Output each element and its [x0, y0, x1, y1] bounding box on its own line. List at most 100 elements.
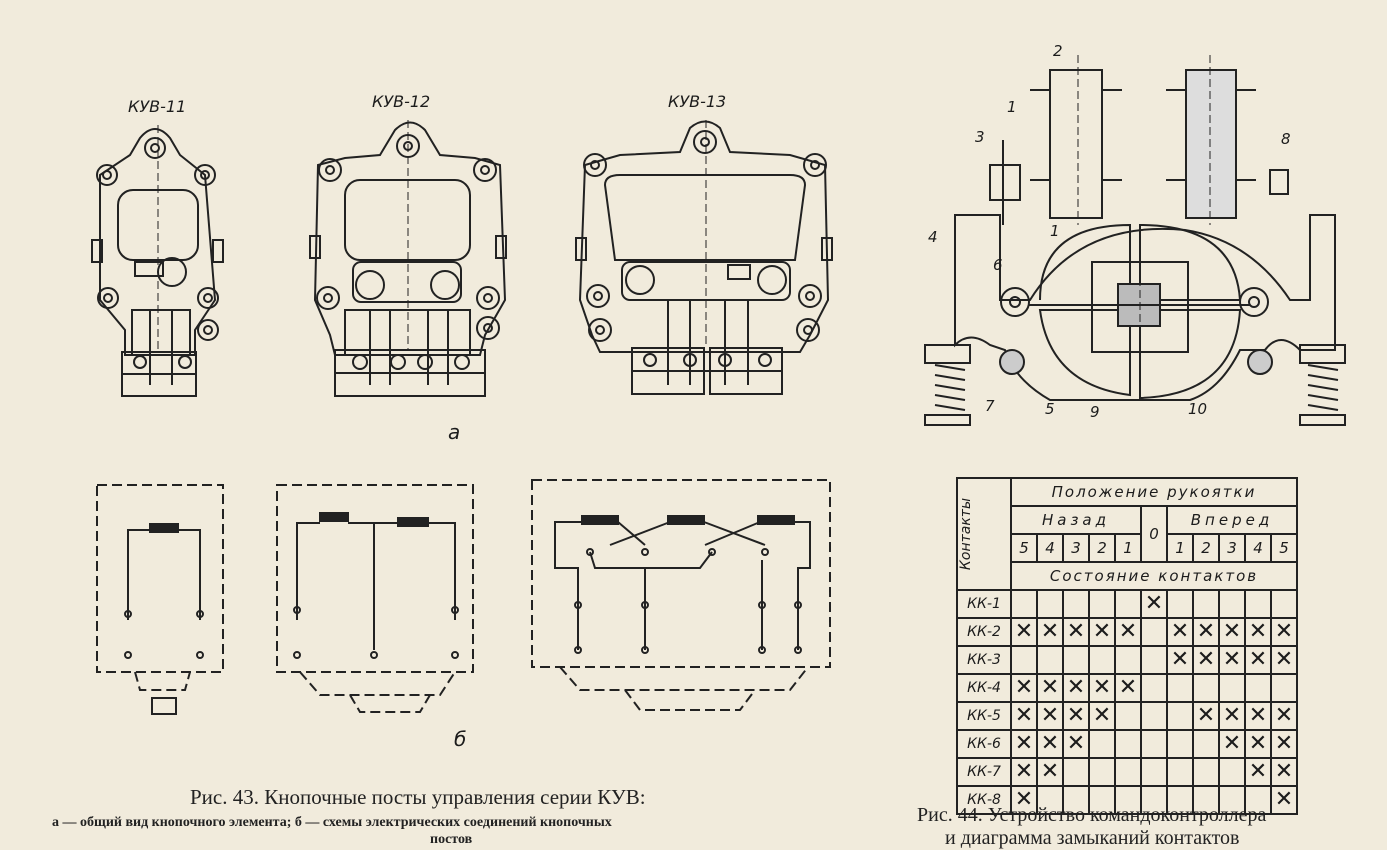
open-cell: [1218, 785, 1246, 815]
kuv11-drawing: [91, 125, 224, 397]
closed-mark: ✕: [1010, 617, 1038, 647]
contact-name: КК-5: [956, 701, 1012, 731]
open-cell: [1192, 729, 1220, 759]
forward-label: Вперед: [1166, 505, 1298, 535]
closed-mark: ✕: [1062, 729, 1090, 759]
open-cell: [1166, 757, 1194, 787]
open-cell: [1114, 589, 1142, 619]
part-number-4: 4: [928, 228, 938, 246]
open-cell: [1088, 785, 1116, 815]
open-cell: [1010, 589, 1038, 619]
figure43-caption-cont: постов: [430, 832, 473, 847]
open-cell: [1062, 785, 1090, 815]
part-number-8: 8: [1281, 130, 1291, 148]
open-cell: [1088, 757, 1116, 787]
schematic-kuv12-circuit: [293, 512, 459, 659]
closed-mark: ✕: [1244, 617, 1272, 647]
closed-mark: ✕: [1270, 701, 1298, 731]
open-cell: [1192, 785, 1220, 815]
closed-mark: ✕: [1010, 757, 1038, 787]
closed-mark: ✕: [1218, 729, 1246, 759]
kuv13-label: КУВ-13: [668, 92, 727, 111]
contact-name: КК-6: [956, 729, 1012, 759]
position-cell: 1: [1166, 533, 1194, 563]
part-a-label: а: [448, 420, 461, 444]
part-number-1-top: 1: [1007, 98, 1017, 116]
closed-mark: ✕: [1010, 785, 1038, 815]
open-cell: [1010, 645, 1038, 675]
position-cell: 2: [1088, 533, 1116, 563]
closed-mark: ✕: [1088, 701, 1116, 731]
open-cell: [1114, 729, 1142, 759]
position-cell: 5: [1010, 533, 1038, 563]
closed-mark: ✕: [1140, 589, 1168, 619]
closed-mark: ✕: [1270, 785, 1298, 815]
closed-mark: ✕: [1218, 617, 1246, 647]
open-cell: [1088, 729, 1116, 759]
closed-mark: ✕: [1088, 617, 1116, 647]
kuv13-drawing: [575, 120, 833, 395]
closed-mark: ✕: [1114, 617, 1142, 647]
figure43-caption-legend: а — общий вид кнопочного элемента; б — с…: [52, 815, 612, 830]
open-cell: [1244, 785, 1272, 815]
open-cell: [1088, 645, 1116, 675]
closed-mark: ✕: [1192, 701, 1220, 731]
schematic-kuv11-circuit: [124, 523, 204, 715]
position-cell: 1: [1114, 533, 1142, 563]
open-cell: [1218, 589, 1246, 619]
open-cell: [1140, 757, 1168, 787]
contact-name: КК-4: [956, 673, 1012, 703]
kuv12-label: КУВ-12: [372, 92, 431, 111]
closed-mark: ✕: [1062, 673, 1090, 703]
open-cell: [1140, 617, 1168, 647]
open-cell: [1140, 645, 1168, 675]
open-cell: [1140, 673, 1168, 703]
closed-mark: ✕: [1062, 617, 1090, 647]
closed-mark: ✕: [1088, 673, 1116, 703]
position-cell: 2: [1192, 533, 1220, 563]
closed-mark: ✕: [1010, 701, 1038, 731]
contact-row: КК-4✕✕✕✕✕: [956, 673, 1298, 703]
closed-mark: ✕: [1270, 617, 1298, 647]
contact-row: КК-3✕✕✕✕✕: [956, 645, 1298, 675]
closed-mark: ✕: [1270, 757, 1298, 787]
contact-row: КК-2✕✕✕✕✕✕✕✕✕✕: [956, 617, 1298, 647]
open-cell: [1166, 729, 1194, 759]
open-cell: [1166, 701, 1194, 731]
position-cell: 3: [1062, 533, 1090, 563]
open-cell: [1036, 645, 1064, 675]
contact-row: КК-5✕✕✕✕✕✕✕✕: [956, 701, 1298, 731]
part-number-5: 5: [1045, 400, 1055, 418]
closed-mark: ✕: [1062, 701, 1090, 731]
contact-name: КК-3: [956, 645, 1012, 675]
closed-mark: ✕: [1036, 729, 1064, 759]
closed-mark: ✕: [1036, 757, 1064, 787]
closed-mark: ✕: [1166, 645, 1194, 675]
contact-row: КК-7✕✕✕✕: [956, 757, 1298, 787]
open-cell: [1114, 757, 1142, 787]
contacts-header-cell: Контакты: [956, 477, 1012, 591]
part-number-10: 10: [1188, 400, 1208, 418]
closed-mark: ✕: [1114, 673, 1142, 703]
part-number-9: 9: [1090, 403, 1100, 421]
open-cell: [1036, 589, 1064, 619]
open-cell: [1140, 785, 1168, 815]
open-cell: [1062, 645, 1090, 675]
part-number-2: 2: [1053, 42, 1063, 60]
part-number-7: 7: [985, 397, 995, 415]
part-number-6: 6: [993, 256, 1003, 274]
open-cell: [1166, 673, 1194, 703]
schematic-kuv11: [96, 484, 224, 691]
closed-mark: ✕: [1218, 645, 1246, 675]
closed-mark: ✕: [1010, 729, 1038, 759]
open-cell: [1036, 785, 1064, 815]
open-cell: [1192, 589, 1220, 619]
closed-mark: ✕: [1036, 617, 1064, 647]
contact-name: КК-7: [956, 757, 1012, 787]
open-cell: [1140, 701, 1168, 731]
contact-row: КК-8✕✕: [956, 785, 1298, 815]
open-cell: [1270, 589, 1298, 619]
closed-mark: ✕: [1270, 645, 1298, 675]
closed-mark: ✕: [1244, 729, 1272, 759]
back-label: Назад: [1010, 505, 1142, 535]
